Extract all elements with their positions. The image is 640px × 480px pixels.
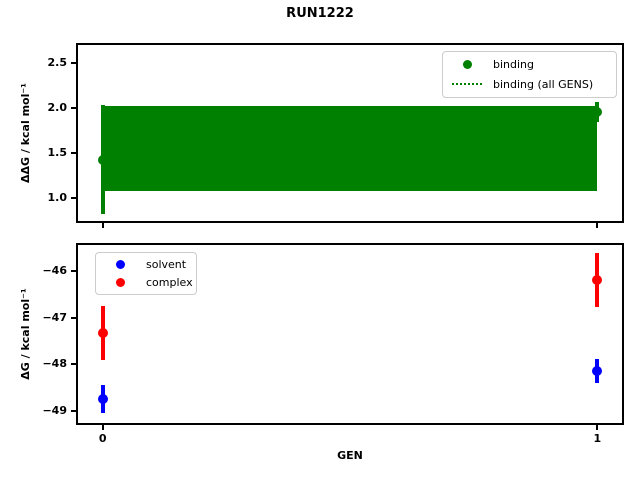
xtick-mark <box>101 425 104 430</box>
binding-marker-gen0 <box>97 154 108 165</box>
complex-marker-gen0 <box>97 328 108 339</box>
legend-item: complex <box>102 275 193 289</box>
ytick-label: 1.0 <box>47 191 68 205</box>
ytick-mark <box>71 152 76 155</box>
ytick-mark <box>71 316 76 319</box>
ytick-label: −48 <box>42 357 67 371</box>
ytick-label: 2.0 <box>47 101 68 115</box>
axes-frame-1 <box>76 243 624 425</box>
solvent-marker-gen0 <box>97 393 108 404</box>
xtick-mark <box>101 223 104 228</box>
legend-marker-cell <box>102 260 138 270</box>
y-axis-label-1: ΔG / kcal mol⁻¹ <box>19 288 32 380</box>
legend-label: solvent <box>146 258 187 272</box>
legend-dot-icon <box>115 277 125 287</box>
legend-item: binding (all GENS) <box>449 78 610 91</box>
legend-marker-cell <box>102 277 138 287</box>
ytick-mark <box>71 363 76 366</box>
legend-label: binding <box>493 58 535 72</box>
solvent-marker-gen1 <box>592 366 603 376</box>
binding-free-energy-all-gens-mean-line <box>102 147 598 150</box>
ytick-label: 2.5 <box>47 56 68 70</box>
ytick-label: −46 <box>42 263 67 277</box>
legend-item: binding <box>449 58 610 71</box>
xtick-mark <box>596 223 599 228</box>
legend-marker-cell <box>449 60 485 70</box>
figure-title: RUN1222 <box>286 6 354 21</box>
y-axis-label-0: ΔΔG / kcal mol⁻¹ <box>19 83 32 184</box>
complex-marker-gen1 <box>592 275 603 286</box>
binding-marker-gen1 <box>592 106 603 117</box>
axes-frame-0 <box>76 43 624 223</box>
ytick-mark <box>71 107 76 110</box>
legend-dot-icon <box>115 260 125 270</box>
ytick-mark <box>71 197 76 200</box>
ytick-label: 1.5 <box>47 146 68 160</box>
ytick-mark <box>71 269 76 272</box>
legend-1: solvent complex <box>95 252 197 295</box>
ytick-mark <box>71 62 76 65</box>
ytick-label: −47 <box>42 310 67 324</box>
xtick-label: 0 <box>98 432 107 445</box>
legend-label: binding (all GENS) <box>493 77 594 91</box>
x-axis-label: GEN <box>337 449 363 462</box>
xtick-mark <box>596 425 599 430</box>
legend-dot-icon <box>462 60 472 70</box>
xtick-label: 1 <box>593 432 602 445</box>
ytick-label: −49 <box>42 404 67 418</box>
legend-item: solvent <box>102 258 190 271</box>
legend-dotted-line-icon <box>452 83 482 86</box>
ytick-mark <box>71 410 76 413</box>
legend-marker-cell <box>449 83 485 86</box>
legend-label: complex <box>146 275 193 289</box>
legend-0: binding binding (all GENS) <box>442 51 617 98</box>
